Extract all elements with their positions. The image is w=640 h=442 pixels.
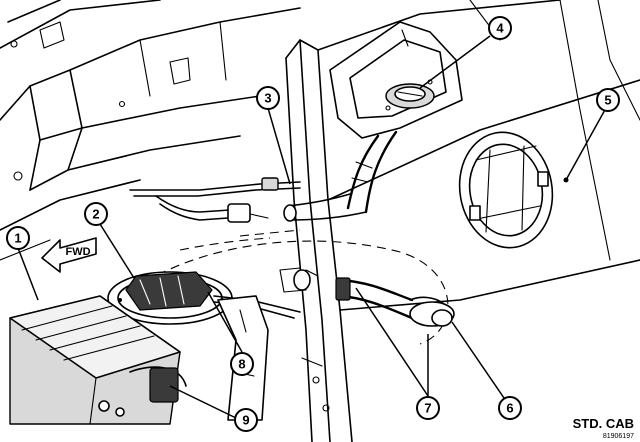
diagram-caption: STD. CAB [573, 416, 634, 431]
callout-7-label: 7 [424, 401, 431, 416]
callout-9: 9 [234, 408, 258, 432]
callout-7: 7 [416, 396, 440, 420]
leader-lines [17, 35, 607, 419]
callout-8: 8 [230, 352, 254, 376]
callout-4: 4 [488, 16, 512, 40]
callout-3-label: 3 [264, 91, 271, 106]
callout-5-label: 5 [604, 93, 611, 108]
fuel-pump-module [107, 271, 301, 325]
fuel-door-pocket [458, 131, 569, 249]
callout-2-label: 2 [92, 207, 99, 222]
callout-2: 2 [84, 202, 108, 226]
figure-reference: 81906197 [603, 433, 634, 440]
frame-rail [285, 39, 353, 442]
callout-9-label: 9 [242, 413, 249, 428]
callout-6-label: 6 [506, 401, 513, 416]
callout-3: 3 [256, 86, 280, 110]
forward-arrow: FWD [41, 237, 97, 273]
fuel-filler-tube [283, 130, 398, 222]
callout-4-label: 4 [496, 21, 504, 36]
callout-6: 6 [498, 396, 522, 420]
evap-canister [9, 295, 187, 425]
fuel-filler-neck-housing [329, 21, 463, 139]
cab-floor-structure [0, 0, 301, 261]
fill-vent-hoses [279, 267, 455, 327]
callout-5: 5 [596, 88, 620, 112]
forward-label: FWD [65, 246, 90, 258]
callout-8-label: 8 [238, 357, 245, 372]
vapor-hose [129, 177, 301, 223]
callout-1: 1 [6, 226, 30, 250]
callout-1-label: 1 [14, 231, 21, 246]
